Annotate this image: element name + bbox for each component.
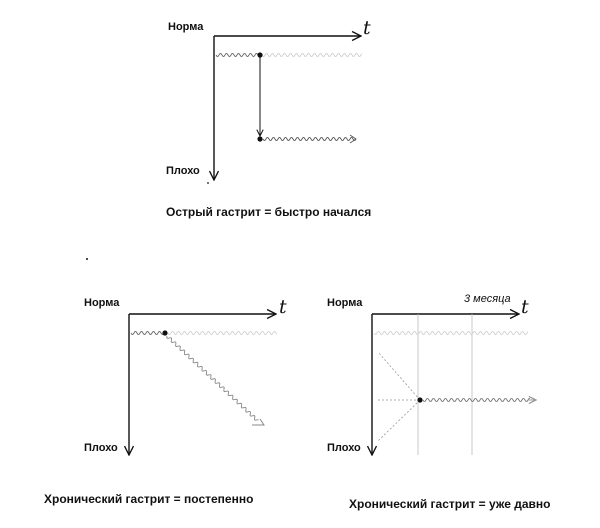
bad-label: Плохо [84,442,118,454]
time-axis-label: t [363,17,371,39]
stray-dot [86,258,88,260]
decline-arrowhead [252,418,265,426]
history-guide-down [377,399,421,442]
time-axis-label: t [521,296,529,318]
baseline-wave-light [373,331,529,335]
acute-caption: Острый гастрит = быстро начался [166,205,371,219]
gradual-decline-wave [166,335,259,421]
bad-state-wave [422,398,530,402]
bad-label: Плохо [327,442,361,454]
onset-point [257,52,263,58]
chronic-gradual-diagram: t Норма Плохо Хронический гастрит = пост… [44,296,287,506]
baseline-wave-dark [130,331,163,335]
norm-label: Норма [84,297,120,309]
time-axis-label: t [279,296,287,318]
current-state-point [417,397,423,403]
norm-label: Норма [168,21,204,33]
bad-state-point [257,136,263,142]
bad-state-wave [262,134,357,144]
onset-point [162,330,168,336]
chronic-gradual-caption: Хронический гастрит = постепенно [44,492,253,506]
acute-gastritis-diagram: t Норма Плохо Острый гастрит = быстро на… [166,17,371,219]
baseline-wave-dark [215,53,259,57]
history-guide-up [377,351,421,401]
chronic-long-diagram: t 3 месяца Норма Плохо Хронический гастр… [327,293,550,511]
baseline-wave-light [167,331,278,335]
axis-end-dot [207,182,209,184]
bad-label: Плохо [166,165,200,177]
baseline-wave-light [261,53,363,57]
chronic-long-caption: Хронический гастрит = уже давно [349,497,550,511]
interval-label: 3 месяца [464,293,511,305]
norm-label: Норма [327,297,363,309]
